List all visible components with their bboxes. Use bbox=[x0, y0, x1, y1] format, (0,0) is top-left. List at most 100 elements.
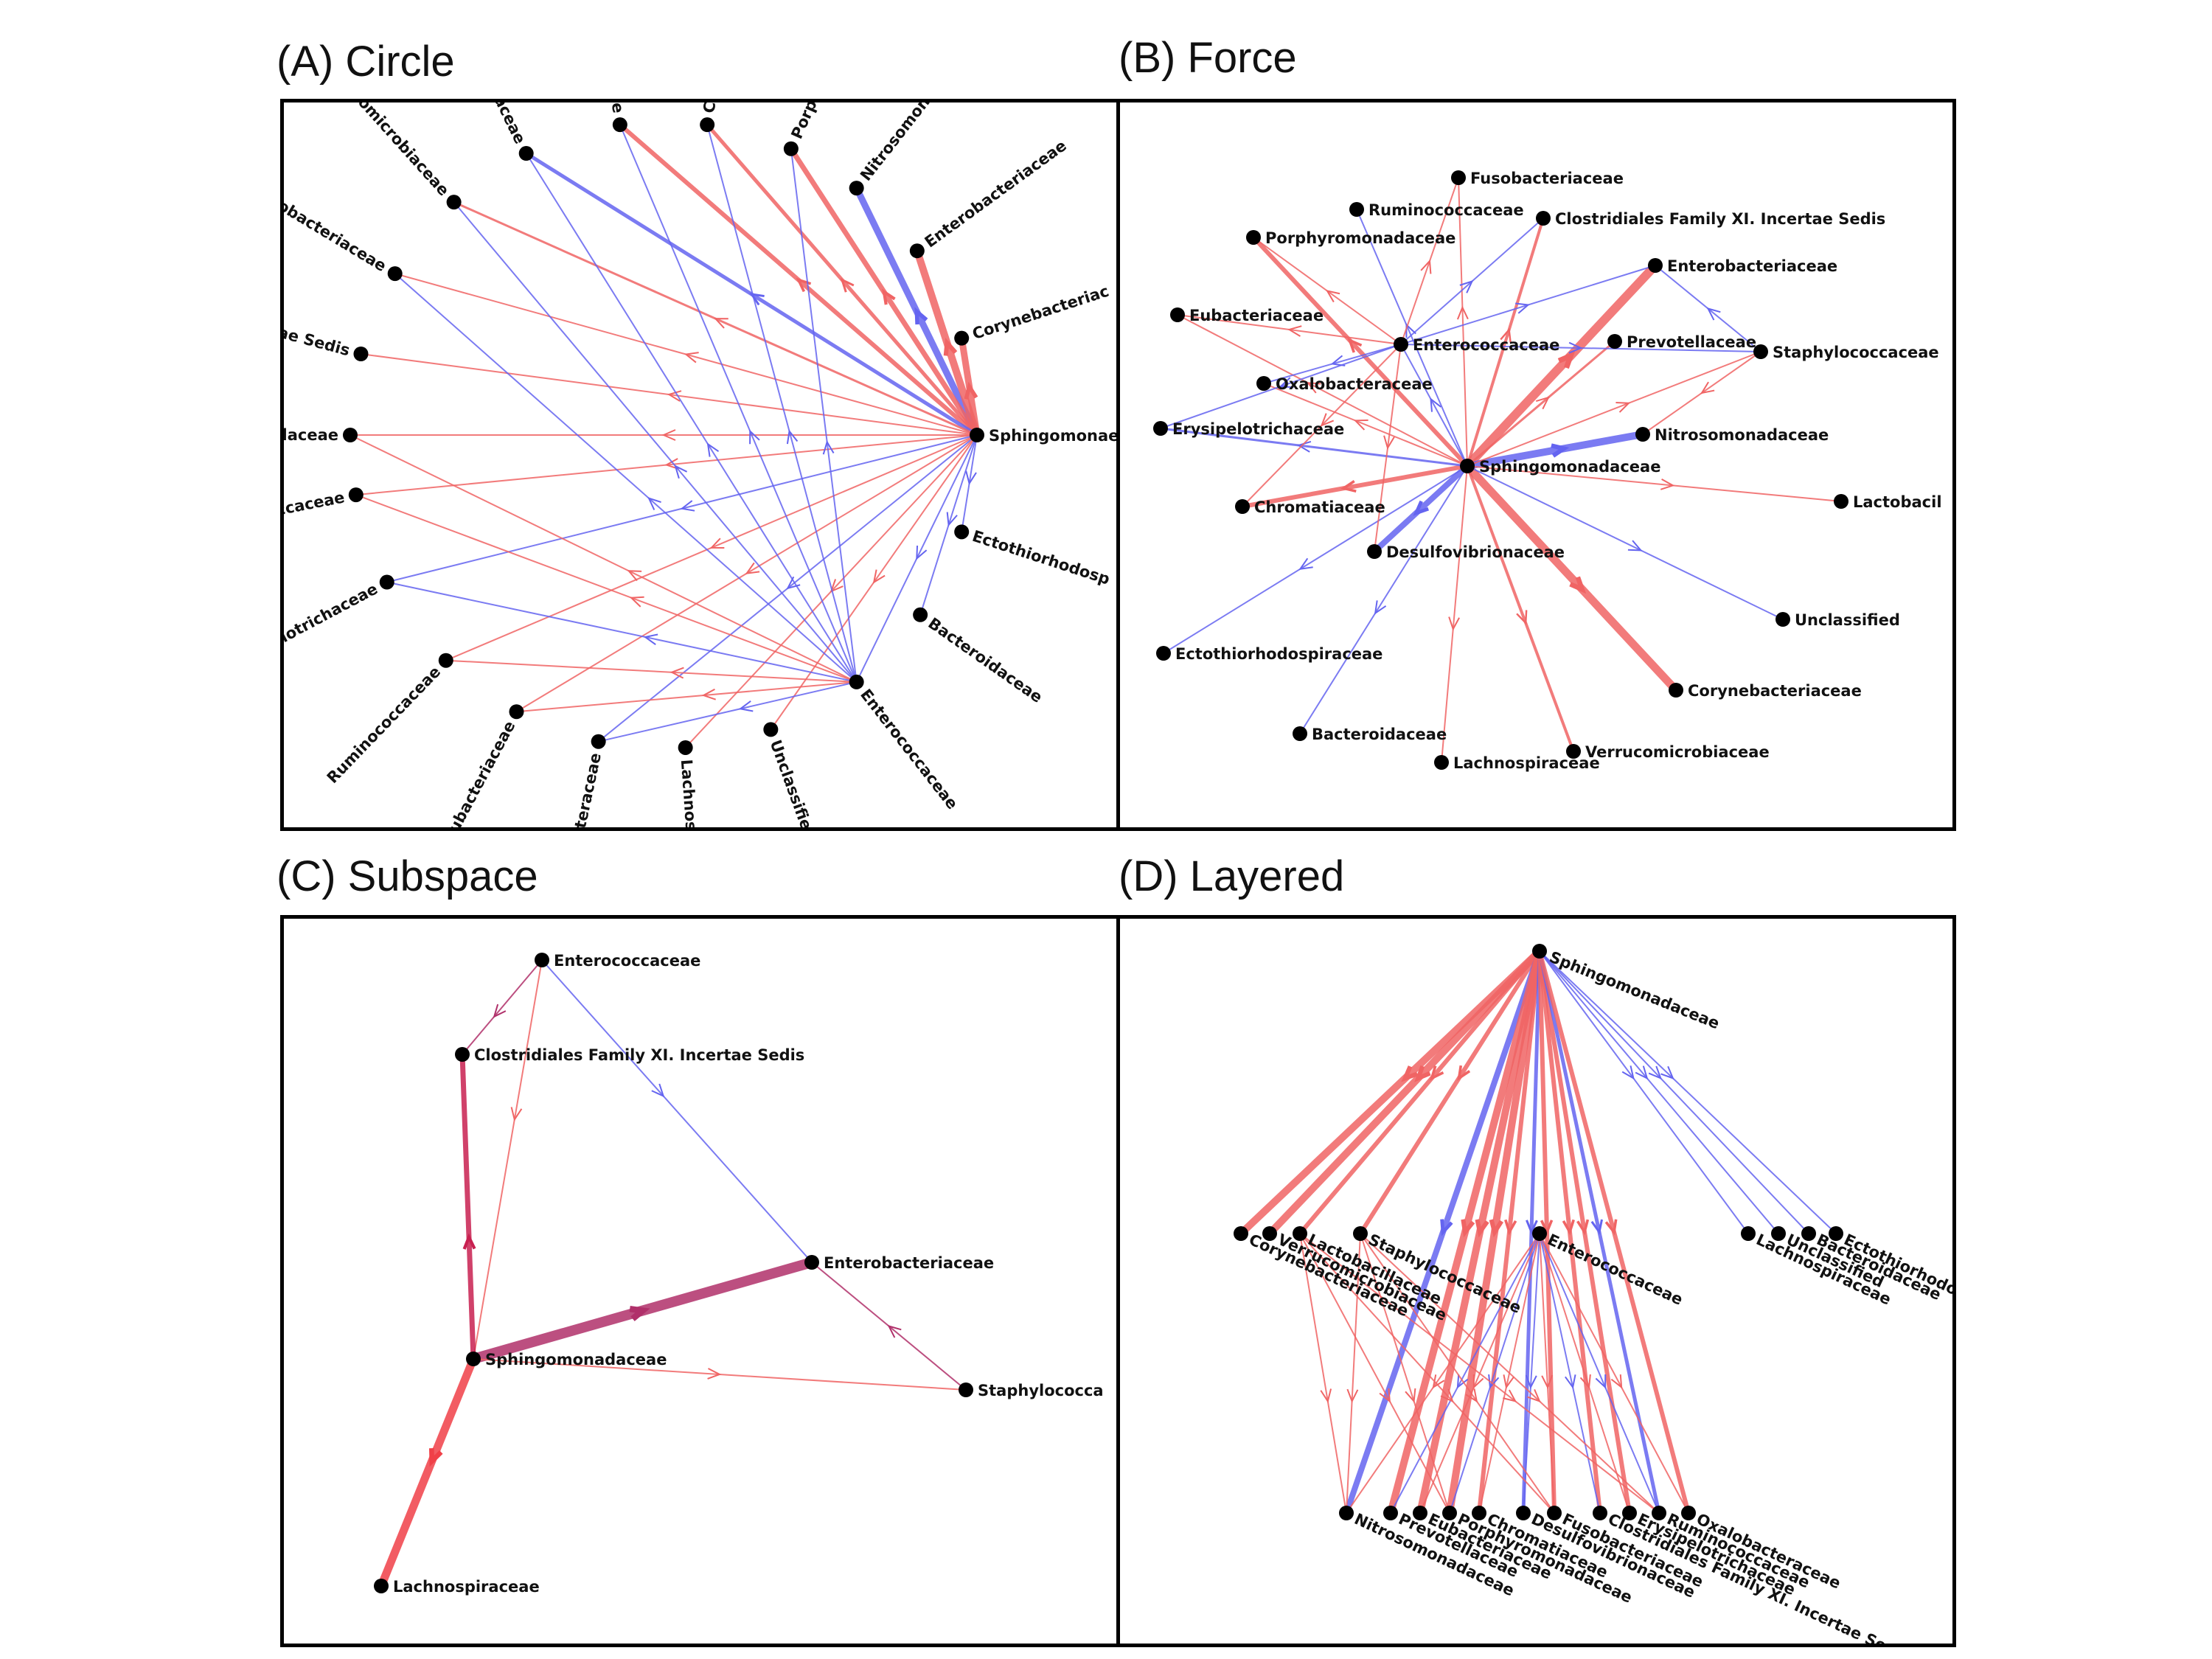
edge-sph-ruminococcaceae bbox=[1356, 209, 1468, 467]
edge-arrow bbox=[1347, 338, 1363, 353]
edge-arrow bbox=[1604, 1219, 1618, 1236]
edge-arrow bbox=[1579, 1374, 1591, 1389]
node-nitrosomonadaceae[interactable] bbox=[1339, 1506, 1354, 1520]
node-lactobacillaceae[interactable] bbox=[1293, 1226, 1307, 1241]
node-porphyron[interactable] bbox=[783, 141, 799, 156]
edge-root-verrucomicrobiaceae bbox=[1266, 947, 1543, 1237]
edge-sph-bacteroidaceae bbox=[1299, 465, 1468, 734]
node-ectothiorhodospiraceae[interactable] bbox=[1156, 646, 1171, 661]
edge-sph-oxalobacteraceae bbox=[1263, 383, 1468, 467]
edge-arrow bbox=[714, 318, 728, 329]
node-incertae-sedis[interactable] bbox=[353, 347, 369, 362]
node-ruminococcaceae[interactable] bbox=[1349, 202, 1364, 217]
edge-arrow bbox=[1551, 443, 1570, 458]
node-verrucomicrobiaceae[interactable] bbox=[1262, 1226, 1277, 1241]
node-enterococcaceae[interactable] bbox=[535, 953, 549, 967]
node-label-staphylococcaceae: Staphylococcaceae bbox=[1773, 344, 1939, 361]
node-desulfovibrionaceae[interactable] bbox=[1516, 1506, 1531, 1520]
node-sphingomonadaceae[interactable] bbox=[1460, 459, 1475, 473]
node-label-sphingomonadaceae: Sphingomonadaceae bbox=[1479, 458, 1660, 476]
node-corynebacteriaceae[interactable] bbox=[1234, 1226, 1248, 1241]
node-label-ruminococcaceae: Ruminococcaceae bbox=[324, 663, 445, 787]
node-bacteroidaceae[interactable] bbox=[1801, 1226, 1816, 1241]
node-ectothiorhodosp[interactable] bbox=[954, 524, 970, 540]
edge-ent-phylococcaceae bbox=[355, 494, 858, 683]
node-enterococcaceae[interactable] bbox=[1532, 1226, 1547, 1241]
node-rrucomicrobiaceae[interactable] bbox=[446, 195, 462, 210]
node-prevotellaceae[interactable] bbox=[1383, 1506, 1398, 1520]
node-obacteraceae[interactable] bbox=[591, 734, 606, 749]
node-erysipelotrichaceae[interactable] bbox=[379, 574, 394, 590]
node-unclassified[interactable] bbox=[1771, 1226, 1786, 1241]
edge-sph-fusobacteriaceae bbox=[1458, 177, 1468, 467]
node-erysipelotrichaceae[interactable] bbox=[1153, 421, 1168, 436]
node-enterococcaceae[interactable] bbox=[849, 674, 864, 689]
node-label-prevotellaceae: Prevotellaceae bbox=[1627, 333, 1756, 351]
node-staphylococcaceae[interactable] bbox=[1753, 344, 1768, 359]
node-porphyromonadaceae[interactable] bbox=[1246, 230, 1261, 245]
node-ruminococcaceae[interactable] bbox=[438, 653, 453, 668]
node-label-lactobacil: Lactobacil bbox=[1853, 493, 1942, 511]
node-verrucomicrobiaceae[interactable] bbox=[1566, 744, 1581, 759]
node-unclassified[interactable] bbox=[1775, 612, 1790, 627]
node-label-lachnospiraceae: Lachnospiraceae bbox=[1453, 754, 1600, 772]
node-clostridiales-family-xi-incertae-sedis[interactable] bbox=[1536, 211, 1551, 226]
node-bacteroidaceae[interactable] bbox=[913, 607, 928, 622]
node-sphingomonadaceae[interactable] bbox=[466, 1352, 481, 1366]
node-enterococcaceae[interactable] bbox=[1394, 337, 1408, 352]
node-bacteroidaceae[interactable] bbox=[1293, 726, 1307, 741]
node-corynebacteriac[interactable] bbox=[954, 330, 970, 346]
node-oxalobacteraceae[interactable] bbox=[1681, 1506, 1696, 1520]
node-eubacteriaceae[interactable] bbox=[1170, 307, 1185, 322]
node-chromatiaceae[interactable] bbox=[1235, 499, 1250, 514]
node-label-corynebacteriac: Corynebacteriac bbox=[970, 282, 1111, 344]
node-erysipelotrichaceae[interactable] bbox=[1622, 1506, 1637, 1520]
edge-sph-prevotellaceae bbox=[1466, 340, 1616, 467]
node-lachnospiraceae[interactable] bbox=[1741, 1226, 1756, 1241]
node-sphingomonae[interactable] bbox=[970, 428, 984, 442]
node-oxalobacteraceae[interactable] bbox=[1256, 376, 1271, 391]
node-staphylococcaceae[interactable] bbox=[1353, 1226, 1368, 1241]
edge-arrow bbox=[738, 700, 754, 712]
node-enterobacteriaceae[interactable] bbox=[1648, 258, 1663, 273]
node-unclassified[interactable] bbox=[763, 722, 779, 737]
node-lachnospiraceae[interactable] bbox=[374, 1579, 389, 1593]
node-clostridiales-family-xi-incertae-sedis[interactable] bbox=[455, 1047, 470, 1062]
node-enterobacteriaceae[interactable] bbox=[909, 243, 925, 259]
node-staphylococca[interactable] bbox=[959, 1382, 973, 1397]
node-lachnospiraceae[interactable] bbox=[1434, 755, 1449, 770]
node-sphingomonadaceae[interactable] bbox=[1532, 944, 1547, 959]
node-nitrosomonadaceae[interactable] bbox=[1635, 427, 1650, 442]
edge-arrow bbox=[1595, 1374, 1607, 1389]
edge-root-unclassified bbox=[1539, 950, 1779, 1234]
panel-frame-layered bbox=[1116, 915, 1956, 1647]
node-ctobacillaceae[interactable] bbox=[343, 428, 358, 442]
node-porphyromonadaceae[interactable] bbox=[1442, 1506, 1457, 1520]
node-laceae[interactable] bbox=[612, 117, 627, 133]
node-chromatiaceae[interactable] bbox=[1472, 1506, 1486, 1520]
node-rionaceae[interactable] bbox=[518, 146, 534, 161]
node-lactobacil[interactable] bbox=[1834, 494, 1848, 509]
node-ruminococcaceae[interactable] bbox=[1652, 1506, 1666, 1520]
edge-staphylococcaceae-porphyromonadaceae bbox=[1360, 1233, 1450, 1514]
node-phylococcaceae[interactable] bbox=[348, 487, 364, 503]
node-lachnospirac[interactable] bbox=[678, 740, 693, 755]
node-fusobacteriaceae[interactable] bbox=[1451, 170, 1466, 185]
node-desulfovibrionaceae[interactable] bbox=[1367, 544, 1382, 559]
node-eubacteriaceae[interactable] bbox=[1413, 1506, 1427, 1520]
node-prevotellaceae[interactable] bbox=[1607, 334, 1622, 349]
node-ectothiorhodospiraceae[interactable] bbox=[1829, 1226, 1843, 1241]
node-fusobacteriaceae[interactable] bbox=[1547, 1506, 1562, 1520]
node-enterobacteriaceae[interactable] bbox=[804, 1255, 819, 1270]
panel-title-subspace: (C) Subspace bbox=[276, 852, 538, 900]
node-clostridiales-family-xi-incertae-sedis[interactable] bbox=[1593, 1506, 1607, 1520]
edge-arrow bbox=[1456, 1374, 1469, 1389]
node-nitrosomonadaceae[interactable] bbox=[849, 181, 864, 196]
node-chrom[interactable] bbox=[700, 117, 715, 133]
node-fusobacteriaceae[interactable] bbox=[387, 266, 403, 282]
edge-arrow bbox=[428, 1448, 443, 1467]
node-eubacteriaceae[interactable] bbox=[509, 704, 524, 720]
node-label-bacteroidaceae: Bacteroidaceae bbox=[925, 614, 1046, 706]
node-corynebacteriaceae[interactable] bbox=[1669, 683, 1683, 698]
